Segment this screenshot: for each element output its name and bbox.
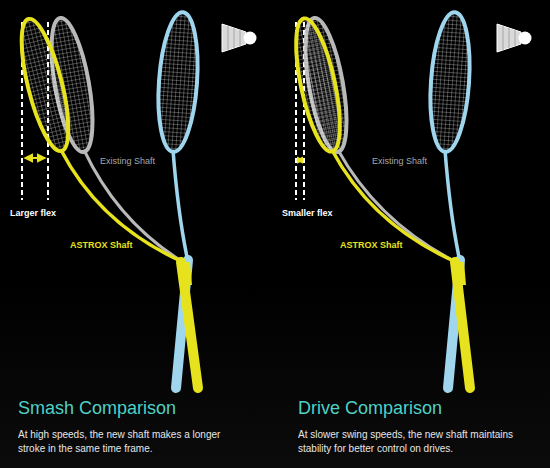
shaft-label: Existing Shaft (100, 156, 155, 166)
shaft-label: ASTROX Shaft (70, 240, 133, 250)
blue-racket (426, 11, 474, 388)
panel-heading: Drive Comparison (298, 398, 442, 419)
flex-label: Larger flex (10, 208, 56, 218)
shaft-label: Existing Shaft (372, 156, 427, 166)
shaft-label: ASTROX Shaft (340, 240, 403, 250)
flex-label: Smaller flex (282, 208, 333, 218)
panel-description: At high speeds, the new shaft makes a lo… (18, 428, 236, 456)
blue-racket (154, 11, 202, 388)
astrox-racket (287, 15, 470, 388)
panel-description: At slower swing speeds, the new shaft ma… (298, 428, 516, 456)
panel-heading: Smash Comparison (18, 398, 176, 419)
shuttlecock (222, 24, 257, 52)
shuttlecock (497, 24, 532, 52)
astrox-racket (12, 15, 198, 388)
